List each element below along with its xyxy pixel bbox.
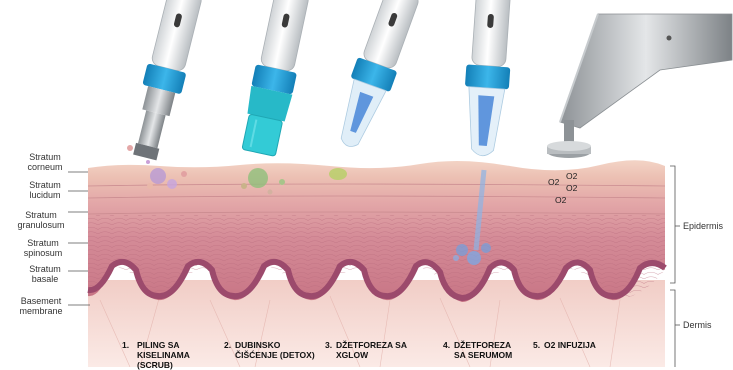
step-3-label: DŽETFOREZA SA XGLOW <box>336 340 407 360</box>
device-xglow <box>328 0 424 153</box>
step-1-label: PILING SA KISELINAMA (SCRUB) <box>137 340 190 370</box>
o2-mark: O2 <box>555 195 566 205</box>
step-1-number: 1. <box>122 340 129 350</box>
o2-mark: O2 <box>566 183 577 193</box>
xglow-effect <box>329 168 347 180</box>
device-o2 <box>547 14 732 158</box>
device-scrub <box>125 0 205 162</box>
label-leaders <box>68 172 90 305</box>
o2-mark: O2 <box>566 171 577 181</box>
device-serum <box>460 0 515 157</box>
label-stratum-corneum: Stratum corneum <box>22 152 68 172</box>
device-detox <box>238 0 314 157</box>
label-epidermis: Epidermis <box>683 221 723 231</box>
step-5-number: 5. <box>533 340 540 350</box>
step-3-number: 3. <box>325 340 332 350</box>
label-stratum-basale: Stratum basale <box>22 264 68 284</box>
label-dermis: Dermis <box>683 320 712 330</box>
label-stratum-granulosum: Stratum granulosum <box>14 210 68 230</box>
label-stratum-spinosum: Stratum spinosum <box>18 238 68 258</box>
region-brackets <box>670 166 680 367</box>
label-stratum-lucidum: Stratum lucidum <box>22 180 68 200</box>
step-4-number: 4. <box>443 340 450 350</box>
step-2-label: DUBINSKO ČIŠĆENJE (DETOX) <box>235 340 315 360</box>
step-4-label: DŽETFOREZA SA SERUMOM <box>454 340 512 360</box>
step-5-label: O2 INFUZIJA <box>544 340 596 350</box>
step-2-number: 2. <box>224 340 231 350</box>
o2-mark: O2 <box>548 177 559 187</box>
label-basement-membrane: Basement membrane <box>14 296 68 316</box>
